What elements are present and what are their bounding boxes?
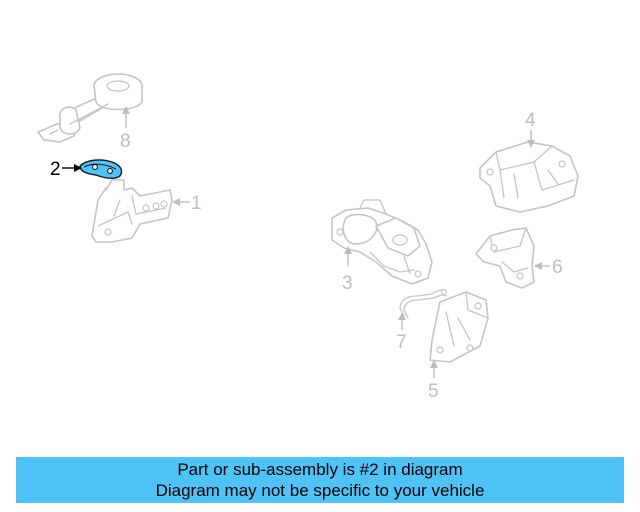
info-banner: Part or sub-assembly is #2 in diagram Di… xyxy=(16,457,624,503)
svg-text:8: 8 xyxy=(120,131,131,152)
callout-2: 2 xyxy=(50,159,82,180)
part-3-engine-mount-assembly xyxy=(331,199,433,285)
banner-line-1: Part or sub-assembly is #2 in diagram xyxy=(177,460,463,479)
svg-text:4: 4 xyxy=(525,110,536,131)
svg-text:7: 7 xyxy=(396,332,407,353)
callout-4: 4 xyxy=(525,110,536,148)
part-2-bracket xyxy=(79,159,123,179)
part-8-torque-rod xyxy=(37,73,143,143)
callout-6: 6 xyxy=(534,257,563,278)
part-4-mount-block xyxy=(479,141,579,213)
parts-diagram: 8 2 1 4 6 3 7 5 xyxy=(37,73,579,402)
svg-text:2: 2 xyxy=(50,159,61,180)
callout-3: 3 xyxy=(342,246,353,294)
svg-text:6: 6 xyxy=(552,257,563,278)
callout-1: 1 xyxy=(172,193,202,214)
callout-7: 7 xyxy=(396,312,407,353)
svg-text:1: 1 xyxy=(191,193,202,214)
callout-8: 8 xyxy=(120,106,131,152)
part-5-vertical-bracket xyxy=(429,291,489,363)
banner-line-2: Diagram may not be specific to your vehi… xyxy=(155,481,485,500)
part-1-mount-bracket xyxy=(91,179,173,243)
svg-text:3: 3 xyxy=(342,273,353,294)
part-6-side-bracket xyxy=(475,227,535,289)
callout-5: 5 xyxy=(428,360,439,402)
part-7-hose xyxy=(399,289,448,319)
svg-text:5: 5 xyxy=(428,381,439,402)
